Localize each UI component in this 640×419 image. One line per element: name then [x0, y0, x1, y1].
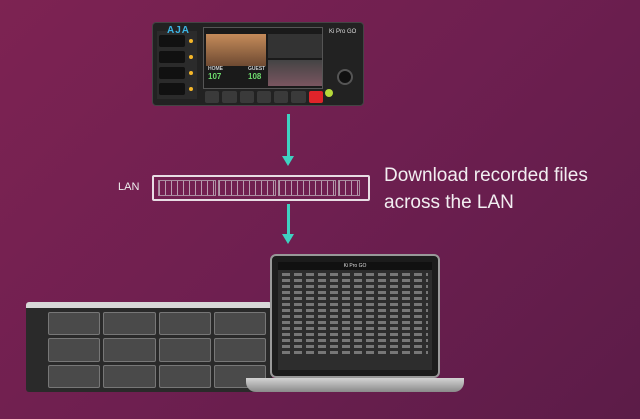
laptop-screen: Ki Pro GO: [278, 262, 432, 370]
home-score: 107: [208, 72, 222, 81]
ki-pro-go-recorder: AJA HOME 107 GUEST 108 Ki Pro GO: [152, 22, 364, 106]
guest-label: GUEST: [248, 66, 266, 72]
arrow-down-icon: [282, 234, 294, 244]
home-label: HOME: [208, 66, 223, 72]
laptop-base: [246, 378, 464, 392]
guest-score: 108: [248, 72, 262, 81]
aja-logo: AJA: [167, 25, 191, 36]
arrow-line: [287, 204, 290, 234]
power-icon: [325, 89, 333, 97]
network-switch: [152, 175, 370, 201]
lan-label: LAN: [118, 181, 140, 193]
transport-buttons: [205, 91, 323, 103]
nas-storage: [26, 302, 272, 392]
app-title: Ki Pro GO: [278, 262, 432, 270]
caption-line-1: Download recorded files: [384, 165, 588, 186]
arrow-line: [287, 114, 290, 156]
recorder-screen: HOME 107 GUEST 108: [203, 27, 323, 89]
caption-line-2: across the LAN: [384, 192, 514, 213]
media-slots: [157, 31, 197, 99]
knob-icon: [337, 69, 353, 85]
model-label: Ki Pro GO: [329, 29, 357, 35]
laptop: Ki Pro GO: [270, 254, 440, 378]
arrow-down-icon: [282, 156, 294, 166]
caption: Download recorded files across the LAN: [384, 162, 588, 216]
